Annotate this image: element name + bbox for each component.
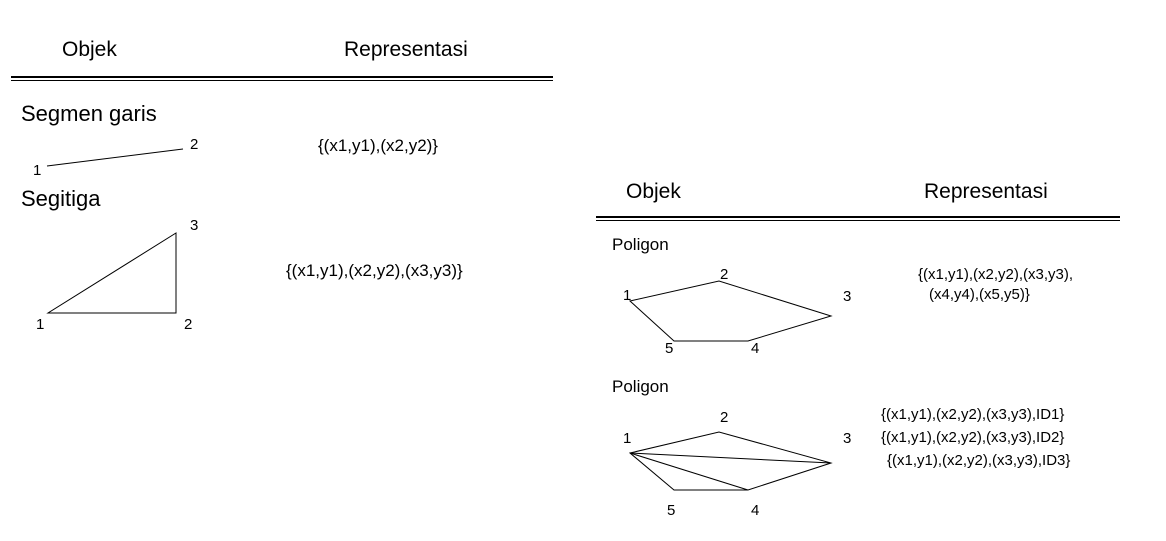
triangulated-pentagon-shape [628,431,833,491]
line-segment [46,148,184,167]
pentagon-shape [628,280,833,342]
triangle-title: Segitiga [21,186,101,211]
polygon1-title: Poligon [612,235,669,254]
polygon1-vertex-5-label: 5 [665,340,674,357]
polygon1-representation-line-1: {(x1,y1),(x2,y2),(x3,y3), [918,266,1074,283]
polygon1-vertex-2-label: 2 [720,266,729,283]
right-header-representation: Representasi [924,180,1048,203]
segment-vertex-2-label: 2 [190,136,199,153]
segment-representation: {(x1,y1),(x2,y2)} [318,136,438,155]
polygon1-vertex-3-label: 3 [843,288,852,305]
polygon2-representation-line-3: {(x1,y1),(x2,y2),(x3,y3),ID3} [887,452,1071,469]
polygon2-vertex-5-label: 5 [667,502,676,519]
triangle-vertex-2-label: 2 [184,316,193,333]
polygon2-representation-line-1: {(x1,y1),(x2,y2),(x3,y3),ID1} [881,406,1065,423]
triangle-vertex-1-label: 1 [36,316,45,333]
segment-title: Segmen garis [21,101,157,126]
triangle-vertex-3-label: 3 [190,217,199,234]
polygon1-vertex-4-label: 4 [751,340,760,357]
segment-vertex-1-label: 1 [33,162,42,179]
left-header-representation: Representasi [344,38,468,61]
polygon2-vertex-3-label: 3 [843,430,852,447]
polygon2-vertex-2-label: 2 [720,409,729,426]
polygon2-representation-line-2: {(x1,y1),(x2,y2),(x3,y3),ID2} [881,429,1065,446]
polygon2-vertex-1-label: 1 [623,430,632,447]
polygon1-representation-line-2: (x4,y4),(x5,y5)} [929,286,1030,303]
polygon1-vertex-1-label: 1 [623,287,632,304]
triangle-representation: {(x1,y1),(x2,y2),(x3,y3)} [286,261,463,280]
polygon2-title: Poligon [612,377,669,396]
diagonal-1-4 [629,452,749,491]
left-header-object: Objek [62,38,117,61]
diagonal-1-3 [629,452,832,464]
left-header-rule [11,76,553,81]
triangle-shape [46,232,177,314]
right-header-object: Objek [626,180,681,203]
polygon2-vertex-4-label: 4 [751,502,760,519]
right-header-rule [596,216,1120,221]
